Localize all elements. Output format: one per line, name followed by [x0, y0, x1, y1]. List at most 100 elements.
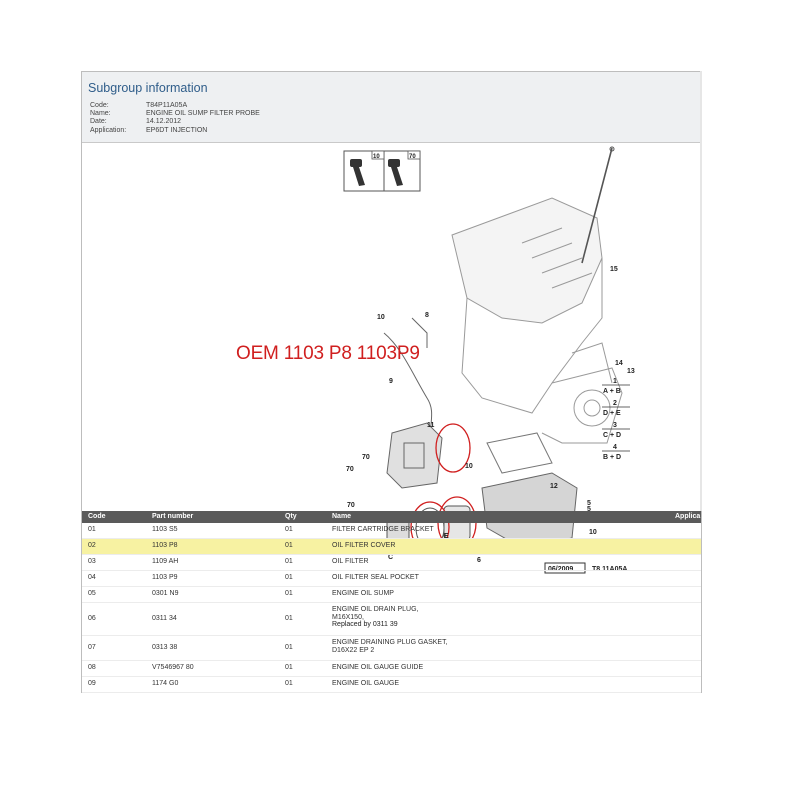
- info-value: EP6DT INJECTION: [146, 126, 208, 134]
- callout-label: 11: [427, 422, 435, 429]
- cell-name-line: M16X150,: [332, 613, 364, 621]
- cell-name-line: D16X22 EP 2: [332, 646, 375, 654]
- legend-number: 4: [613, 444, 617, 451]
- cell-name-line: OIL FILTER: [332, 558, 369, 565]
- legend-number: 1: [613, 378, 617, 385]
- callout-label: 5: [587, 500, 591, 507]
- col-part-number[interactable]: Part number: [152, 513, 194, 520]
- cell-name: ENGINE OIL SUMP: [332, 590, 394, 598]
- cell-name-line: Replaced by 0311 39: [332, 621, 398, 629]
- cell-qty: 01: [285, 542, 293, 549]
- cell-name-line: FILTER CARTRIDGE BRACKET: [332, 526, 434, 533]
- legend-label: C + D: [603, 432, 621, 439]
- callout-label: 14: [615, 360, 623, 367]
- dipstick: [581, 147, 613, 264]
- callout-label: E: [444, 533, 449, 540]
- cell-name-line: ENGINE OIL DRAIN PLUG,: [332, 606, 419, 613]
- cell-part-number: 0313 38: [152, 644, 178, 651]
- cell-name: ENGINE OIL GAUGE: [332, 680, 399, 688]
- callout-label: 10: [377, 314, 385, 321]
- engine-block: [451, 197, 623, 444]
- callout-label: 10: [465, 463, 473, 470]
- table-row[interactable]: 07 0313 38 01 ENGINE DRAINING PLUG GASKET,D…: [82, 636, 701, 661]
- svg-text:70: 70: [409, 154, 416, 160]
- cell-part-number: 1103 P9: [152, 574, 178, 581]
- legend-label: A + B: [603, 388, 621, 395]
- cell-name-line: OIL FILTER COVER: [332, 542, 396, 549]
- col-code[interactable]: Code: [88, 513, 106, 520]
- table-row[interactable]: 06 0311 34 01 ENGINE OIL DRAIN PLUG,M16X150…: [82, 603, 701, 636]
- col-name[interactable]: Name: [332, 513, 352, 520]
- legend-number: 3: [613, 422, 617, 429]
- info-row: Application: EP6DT INJECTION: [90, 127, 260, 135]
- cell-name: OIL FILTER: [332, 558, 369, 566]
- info-row: Name:ENGINE OIL SUMP FILTER PROBE: [90, 110, 260, 118]
- cell-code: 02: [88, 542, 96, 549]
- info-row: Date:14.12.2012: [90, 118, 260, 126]
- table-row[interactable]: 04 1103 P9 01 OIL FILTER SEAL POCKET: [82, 571, 701, 587]
- cell-code: 01: [88, 526, 96, 533]
- oem-annotation: OEM 1103 P8 1103P9: [236, 343, 420, 364]
- cell-part-number: 0311 34: [152, 615, 177, 622]
- cell-name: FILTER CARTRIDGE BRACKET: [332, 526, 434, 534]
- legend-label: D + E: [603, 410, 621, 417]
- parts-table: Code Part number Qty Name Applica 01 1103…: [82, 511, 701, 693]
- cell-name-line: ENGINE OIL GAUGE GUIDE: [332, 664, 424, 671]
- highlight-circle: [435, 423, 471, 473]
- cell-code: 06: [88, 615, 96, 622]
- cell-name-line: ENGINE OIL GAUGE: [332, 680, 400, 687]
- cell-qty: 01: [285, 574, 293, 581]
- callout-label: 6: [477, 557, 481, 564]
- cell-part-number: V7546967 80: [152, 664, 194, 671]
- cell-name: ENGINE OIL DRAIN PLUG,M16X150,Replaced b…: [332, 606, 418, 629]
- cell-name-line: OIL FILTER SEAL POCKET: [332, 574, 419, 581]
- cell-name-line: ENGINE DRAINING PLUG GASKET,: [332, 639, 448, 646]
- cell-qty: 01: [285, 558, 293, 565]
- cell-name: ENGINE DRAINING PLUG GASKET,D16X22 EP 2: [332, 639, 448, 654]
- cell-code: 03: [88, 558, 96, 565]
- callout-label: 15: [610, 266, 618, 273]
- col-qty[interactable]: Qty: [285, 513, 297, 520]
- legend-label: B + D: [603, 454, 621, 461]
- info-key: Code:: [90, 102, 109, 109]
- cell-part-number: 1103 P8: [152, 542, 178, 549]
- info-value: 14.12.2012: [146, 118, 182, 126]
- callout-label: 5: [587, 506, 591, 513]
- callout-label: 13: [627, 368, 635, 375]
- col-application[interactable]: Applica: [675, 513, 701, 520]
- bolt-icon: [350, 159, 403, 186]
- cell-name: OIL FILTER SEAL POCKET: [332, 574, 419, 582]
- table-row[interactable]: 02 1103 P8 01 OIL FILTER COVER: [82, 539, 701, 555]
- page-title: Subgroup information: [88, 81, 208, 95]
- callout-label: C: [388, 554, 393, 561]
- filter-housing: [386, 422, 443, 489]
- diagram-ref-code: T8 11A05A: [592, 566, 627, 573]
- cell-code: 08: [88, 664, 96, 671]
- cell-code: 07: [88, 644, 96, 651]
- cell-qty: 01: [285, 644, 293, 651]
- cell-code: 04: [88, 574, 96, 581]
- cell-qty: 01: [285, 526, 293, 533]
- cell-qty: 01: [285, 590, 293, 597]
- cell-name-line: ENGINE OIL SUMP: [332, 590, 394, 597]
- legend-number: 2: [613, 400, 617, 407]
- info-key: Name:: [90, 110, 111, 118]
- info-row: Code: T84P11A05A: [90, 102, 260, 110]
- cell-part-number: 1174 G0: [152, 680, 179, 687]
- info-key: Application:: [90, 126, 127, 134]
- cell-name: OIL FILTER COVER: [332, 542, 395, 550]
- parts-diagram[interactable]: 10 70: [82, 143, 701, 583]
- info-value: T84P11A05A: [146, 102, 188, 109]
- callout-label: 9: [389, 378, 393, 385]
- cell-qty: 01: [285, 615, 293, 622]
- callout-label: 12: [550, 483, 558, 490]
